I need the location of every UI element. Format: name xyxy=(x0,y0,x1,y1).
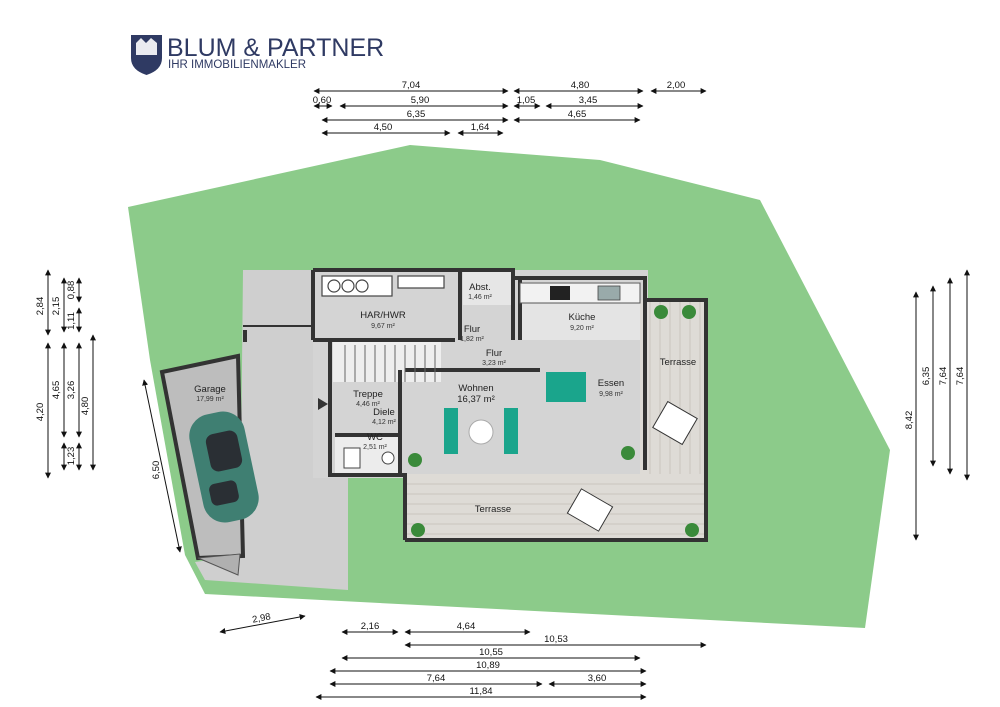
dim-bottom-label: 11,84 xyxy=(469,686,492,697)
dim-right-label: 7,64 xyxy=(955,367,966,386)
room-kueche-area: 9,20 m² xyxy=(570,325,594,332)
room-wc-area: 2,51 m² xyxy=(363,444,387,451)
kitchen-counter xyxy=(519,282,641,304)
dim-right-label: 6,35 xyxy=(921,367,932,386)
dim-left-label: 4,80 xyxy=(80,397,91,416)
dim-left-label: 1,11 xyxy=(66,312,77,330)
room-kueche-name: Küche xyxy=(569,312,596,323)
dim-bottom-label: 10,89 xyxy=(476,660,500,671)
dim-left-label: 4,65 xyxy=(51,381,62,400)
dim-garage-label: 2,98 xyxy=(251,611,271,625)
dim-top-label: 1,05 xyxy=(517,95,536,106)
dim-left-label: 4,20 xyxy=(35,403,46,422)
room-diele-area: 4,12 m² xyxy=(372,419,396,426)
car-icon xyxy=(189,411,259,523)
dim-garage-label: 6,50 xyxy=(151,461,162,480)
room-wc-name: WC xyxy=(367,432,383,443)
house xyxy=(311,268,708,542)
dimension-lines xyxy=(45,88,970,700)
room-terrasse2-name: Terrasse xyxy=(475,504,511,515)
dim-bottom-label: 10,53 xyxy=(544,634,568,645)
entrance-arrow-icon xyxy=(318,398,328,410)
dim-bottom-label: 7,64 xyxy=(427,673,446,684)
dim-right-label: 7,64 xyxy=(938,367,949,386)
dim-bottom-label: 2,16 xyxy=(361,621,380,632)
stairs-icon xyxy=(344,345,436,382)
dim-bottom-label: 4,64 xyxy=(457,621,476,632)
dim-top-label: 6,35 xyxy=(407,109,426,120)
dim-top-label: 4,80 xyxy=(571,80,590,91)
room-flur2-name: Flur xyxy=(486,348,502,359)
room-garage-area: 17,99 m² xyxy=(196,396,224,403)
room-flur2-area: 3,23 m² xyxy=(482,360,506,367)
brand-name: BLUM & PARTNER xyxy=(167,34,384,62)
dim-left-label: 2,15 xyxy=(51,297,62,316)
room-essen-name: Essen xyxy=(598,378,624,389)
room-flur1-name: Flur xyxy=(464,324,480,335)
room-labels: HAR/HWR 9,67 m² Abst. 1,46 m² Küche 9,20… xyxy=(194,282,696,515)
room-treppe-name: Treppe xyxy=(353,389,383,400)
room-diele-name: Diele xyxy=(373,407,395,418)
room-garage-name: Garage xyxy=(194,384,226,395)
sofa-set xyxy=(444,408,518,454)
dim-top-label: 5,90 xyxy=(411,95,430,106)
brand-logo: BLUM & PARTNER IHR IMMOBILIENMAKLER xyxy=(131,34,384,75)
plant-icons xyxy=(408,305,699,537)
room-har-name: HAR/HWR xyxy=(360,310,406,321)
dim-left-label: 1,23 xyxy=(66,447,77,466)
dim-top-label: 0,60 xyxy=(313,95,332,106)
dim-left-label: 3,26 xyxy=(66,381,77,400)
dining-table xyxy=(546,372,586,402)
dim-top-label: 7,04 xyxy=(402,80,421,91)
room-wohnen-area: 16,37 m² xyxy=(457,394,495,405)
dim-top-label: 3,45 xyxy=(579,95,598,106)
dim-top-label: 1,64 xyxy=(471,122,490,133)
dim-top-label: 4,65 xyxy=(568,109,587,120)
garage xyxy=(159,270,348,590)
room-abst-name: Abst. xyxy=(469,282,491,293)
outdoor-table xyxy=(566,400,698,532)
dim-left-label: 0,88 xyxy=(66,281,77,300)
dim-top-label: 4,50 xyxy=(374,122,393,133)
room-treppe-area: 4,46 m² xyxy=(356,401,380,408)
room-abst-area: 1,46 m² xyxy=(468,294,492,301)
dimension-labels: 7,04 4,80 2,00 0,60 5,90 1,05 3,45 6,35 … xyxy=(35,80,966,697)
toilet-icon xyxy=(343,447,395,469)
appliance-icons xyxy=(321,275,445,297)
dim-bottom-label: 10,55 xyxy=(479,647,503,658)
room-har-area: 9,67 m² xyxy=(371,323,395,330)
room-flur1-area: 1,82 m² xyxy=(460,336,484,343)
room-wohnen-name: Wohnen xyxy=(458,383,493,394)
room-essen-area: 9,98 m² xyxy=(599,391,623,398)
room-terrasse1-name: Terrasse xyxy=(660,357,696,368)
dim-bottom-label: 3,60 xyxy=(588,673,607,684)
dim-top-label: 2,00 xyxy=(667,80,686,91)
dim-left-label: 2,84 xyxy=(35,297,46,316)
dim-right-label: 8,42 xyxy=(904,411,915,430)
brand-tagline: IHR IMMOBILIENMAKLER xyxy=(168,59,306,71)
